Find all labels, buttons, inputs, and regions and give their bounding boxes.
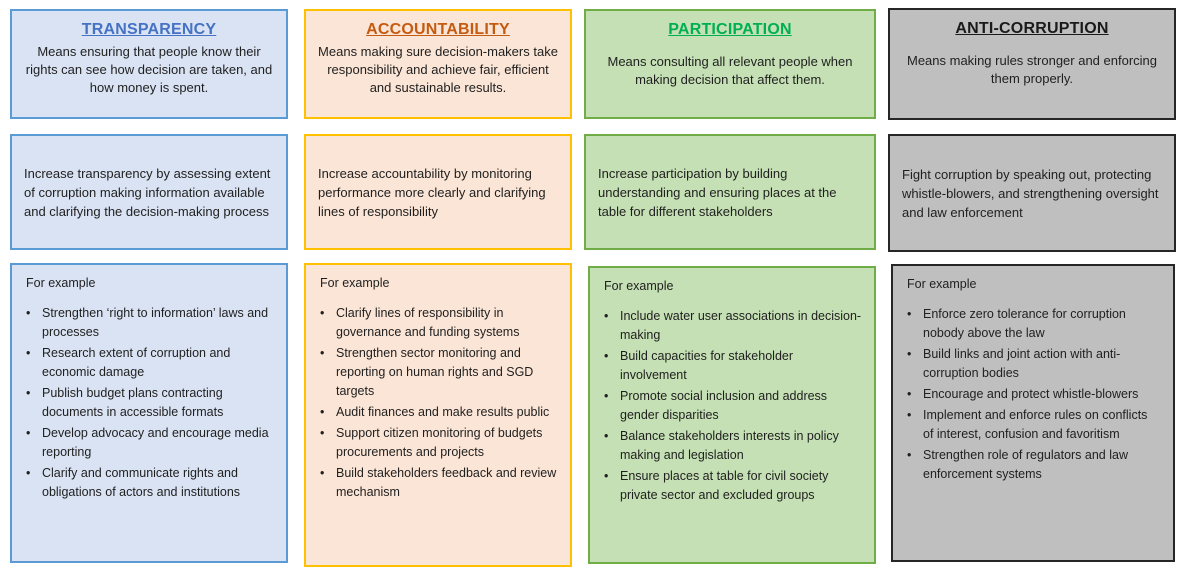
transparency-examples-box: For example • Strengthen ‘right to inform… <box>10 263 288 563</box>
bullet-icon: • <box>320 306 325 320</box>
bullet-icon: • <box>26 346 31 360</box>
accountability-examples-box: For example • Clarify lines of responsibi… <box>304 263 572 567</box>
list-item: • Promote social inclusion and address ge… <box>604 387 862 425</box>
participation-examples-label: For example <box>604 279 674 293</box>
bullet-icon: • <box>604 429 609 443</box>
list-item-text: Build capacities for stakeholder involve… <box>620 349 794 382</box>
list-item-text: Support citizen monitoring of budgets pr… <box>336 426 543 459</box>
list-item-text: Promote social inclusion and address gen… <box>620 389 828 422</box>
anti-corruption-description: Means making rules stronger and enforcin… <box>906 53 1158 86</box>
transparency-header-box: TRANSPARENCY Means ensuring that people … <box>10 9 288 119</box>
list-item-text: Publish budget plans contracting documen… <box>42 386 224 419</box>
bullet-icon: • <box>907 448 912 462</box>
list-item-text: Encourage and protect whistle-blowers <box>923 387 1139 401</box>
transparency-approach-box: Increase transparency by assessing exten… <box>10 134 288 250</box>
list-item: • Include water user associations in deci… <box>604 307 862 345</box>
bullet-icon: • <box>26 466 31 480</box>
list-item-text: Include water user associations in decis… <box>620 309 862 342</box>
bullet-icon: • <box>26 386 31 400</box>
accountability-examples-list: • Clarify lines of responsibility in gove… <box>320 304 558 502</box>
list-item-text: Build stakeholders feedback and review m… <box>336 466 557 499</box>
accountability-approach-box: Increase accountability by monitoring pe… <box>304 134 572 250</box>
participation-title: PARTICIPATION <box>668 21 792 38</box>
bullet-icon: • <box>604 309 609 323</box>
list-item: • Publish budget plans contracting docume… <box>26 384 274 422</box>
list-item: • Audit finances and make results public <box>320 403 558 422</box>
list-item-text: Ensure places at table for civil society… <box>620 469 829 502</box>
accountability-title: ACCOUNTABILITY <box>366 21 510 38</box>
list-item: • Support citizen monitoring of budgets p… <box>320 424 558 462</box>
list-item-text: Develop advocacy and encourage media rep… <box>42 426 269 459</box>
bullet-icon: • <box>907 408 912 422</box>
list-item: • Ensure places at table for civil societ… <box>604 467 862 505</box>
bullet-icon: • <box>320 466 325 480</box>
transparency-title: TRANSPARENCY <box>81 21 217 38</box>
bullet-icon: • <box>907 387 912 401</box>
anti-corruption-approach-box: Fight corruption by speaking out, protec… <box>888 134 1176 252</box>
list-item-text: Clarify and communicate rights and oblig… <box>42 466 241 499</box>
transparency-approach-text: Increase transparency by assessing exten… <box>24 165 271 219</box>
list-item: • Clarify and communicate rights and obli… <box>26 464 274 502</box>
list-item: • Build stakeholders feedback and review … <box>320 464 558 502</box>
bullet-icon: • <box>320 346 325 360</box>
accountability-description: Means making sure decision-makers take r… <box>318 44 558 95</box>
bullet-icon: • <box>26 426 31 440</box>
list-item-text: Implement and enforce rules on conflicts… <box>923 408 1148 441</box>
list-item: • Clarify lines of responsibility in gove… <box>320 304 558 342</box>
accountability-examples-label: For example <box>320 276 390 290</box>
accountability-approach-text: Increase accountability by monitoring pe… <box>318 165 546 219</box>
list-item: • Develop advocacy and encourage media re… <box>26 424 274 462</box>
transparency-examples-list: • Strengthen ‘right to information’ laws … <box>26 304 274 502</box>
anti-corruption-examples-label: For example <box>907 277 977 291</box>
transparency-examples-label: For example <box>26 276 96 290</box>
bullet-icon: • <box>604 469 609 483</box>
anti-corruption-title: ANTI-CORRUPTION <box>955 20 1109 37</box>
participation-header-box: PARTICIPATION Means consulting all relev… <box>584 9 876 119</box>
list-item: • Strengthen role of regulators and law e… <box>907 446 1161 484</box>
list-item-text: Research extent of corruption and econom… <box>42 346 231 379</box>
list-item-text: Strengthen ‘right to information’ laws a… <box>42 306 269 339</box>
list-item-text: Strengthen sector monitoring and reporti… <box>336 346 534 398</box>
accountability-header-box: ACCOUNTABILITY Means making sure decisio… <box>304 9 572 119</box>
list-item: • Implement and enforce rules on conflict… <box>907 406 1161 444</box>
list-item-text: Build links and joint action with anti-c… <box>923 347 1121 380</box>
list-item: • Build capacities for stakeholder involv… <box>604 347 862 385</box>
list-item: • Balance stakeholders interests in polic… <box>604 427 862 465</box>
list-item-text: Clarify lines of responsibility in gover… <box>336 306 520 339</box>
list-item: • Research extent of corruption and econo… <box>26 344 274 382</box>
participation-examples-list: • Include water user associations in deci… <box>604 307 862 505</box>
bullet-icon: • <box>604 349 609 363</box>
bullet-icon: • <box>26 306 31 320</box>
list-item-text: Enforce zero tolerance for corruption no… <box>923 307 1126 340</box>
list-item: • Encourage and protect whistle-blowers <box>907 385 1161 404</box>
bullet-icon: • <box>320 405 325 419</box>
list-item: • Strengthen ‘right to information’ laws … <box>26 304 274 342</box>
list-item: • Enforce zero tolerance for corruption n… <box>907 305 1161 343</box>
anti-corruption-approach-text: Fight corruption by speaking out, protec… <box>902 166 1159 220</box>
participation-approach-box: Increase participation by building under… <box>584 134 876 250</box>
bullet-icon: • <box>604 389 609 403</box>
participation-description: Means consulting all relevant people whe… <box>607 54 853 87</box>
list-item-text: Balance stakeholders interests in policy… <box>620 429 839 462</box>
list-item: • Strengthen sector monitoring and report… <box>320 344 558 401</box>
list-item: • Build links and joint action with anti-… <box>907 345 1161 383</box>
bullet-icon: • <box>320 426 325 440</box>
participation-examples-box: For example • Include water user associat… <box>588 266 876 564</box>
bullet-icon: • <box>907 347 912 361</box>
list-item-text: Strengthen role of regulators and law en… <box>923 448 1128 481</box>
anti-corruption-examples-box: For example • Enforce zero tolerance for … <box>891 264 1175 562</box>
bullet-icon: • <box>907 307 912 321</box>
list-item-text: Audit finances and make results public <box>336 405 550 419</box>
transparency-description: Means ensuring that people know their ri… <box>25 44 273 95</box>
anti-corruption-examples-list: • Enforce zero tolerance for corruption n… <box>907 305 1161 484</box>
participation-approach-text: Increase participation by building under… <box>598 165 837 219</box>
anti-corruption-header-box: ANTI-CORRUPTION Means making rules stron… <box>888 8 1176 120</box>
